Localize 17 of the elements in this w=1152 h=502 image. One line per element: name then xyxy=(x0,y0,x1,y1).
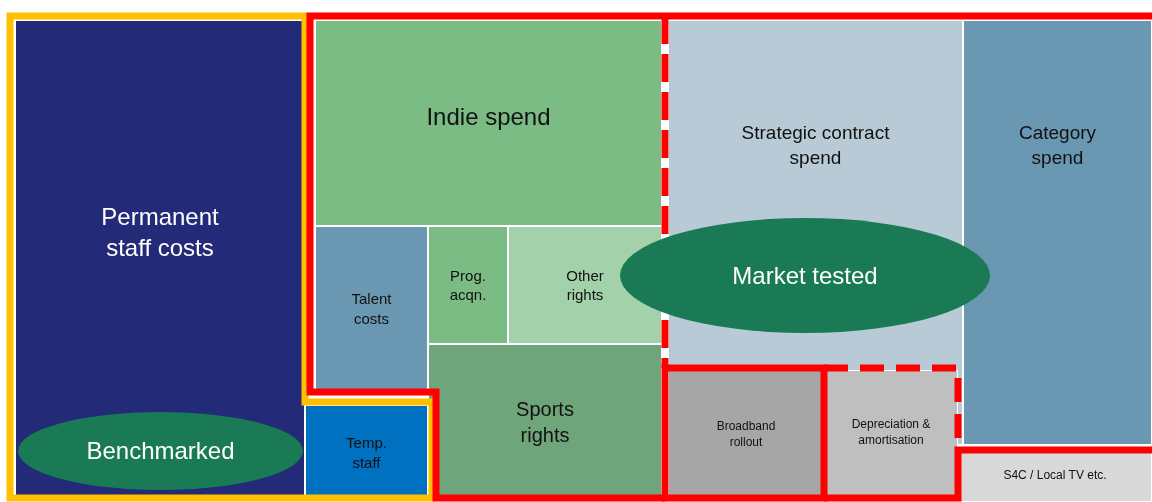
tile-label: Sports rights xyxy=(515,397,575,448)
tile-label: Permanent staff costs xyxy=(100,202,220,264)
oval-label: Benchmarked xyxy=(18,412,303,490)
tile-label: Other rights xyxy=(565,265,605,305)
tile-label: Prog. acqn. xyxy=(448,265,488,305)
tile-label: Category spend xyxy=(1017,121,1098,170)
tile-label: Depreciation & amortisation xyxy=(850,417,932,449)
tile-label: Broadband rollout xyxy=(715,419,777,451)
tile-label: Temp. staff xyxy=(345,433,388,472)
treemap-tile xyxy=(963,20,1152,445)
treemap-tile xyxy=(428,226,508,344)
treemap-tile xyxy=(315,226,428,391)
tile-label: Talent costs xyxy=(350,289,393,328)
tile-label: S4C / Local TV etc. xyxy=(1003,468,1107,484)
tile-label: Strategic contract spend xyxy=(740,121,891,170)
treemap-tile xyxy=(315,20,662,226)
tile-label: Indie spend xyxy=(426,102,551,132)
